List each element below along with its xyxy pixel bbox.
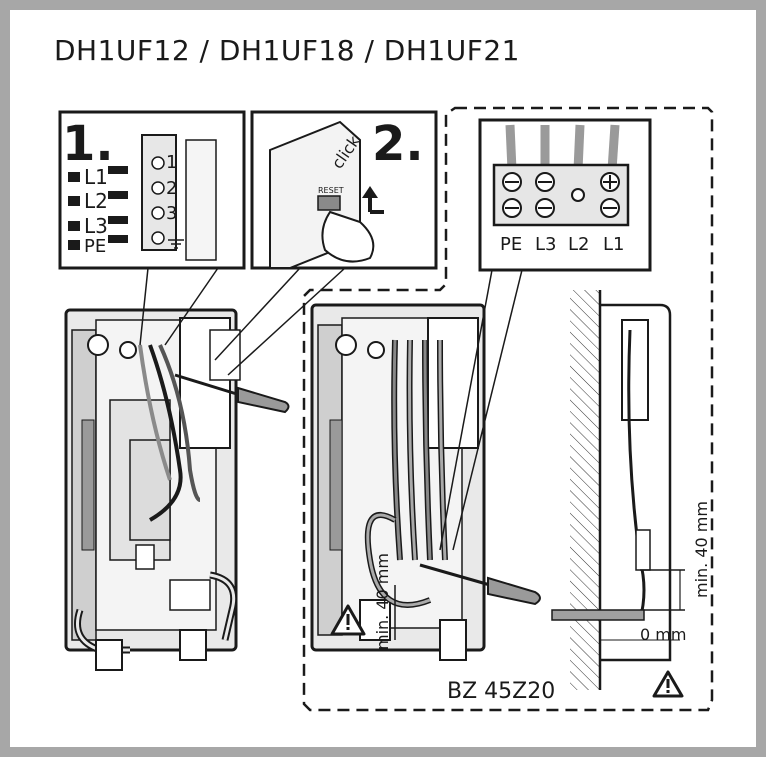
strip-label-pe: PE — [500, 234, 522, 255]
inset-step-2: 2. RESET click — [214, 110, 438, 376]
accessory-dashed-region — [302, 106, 714, 712]
zero-mm-label: 0 mm — [640, 625, 686, 644]
terminal-label-l3: L3 — [84, 214, 108, 238]
strip-label-l3: L3 — [535, 234, 556, 255]
warning-triangle-icon — [652, 670, 684, 698]
terminal-label-pe: PE — [84, 236, 106, 257]
accessory-label: BZ 45Z20 — [447, 679, 555, 704]
terminal-screws — [151, 156, 165, 245]
terminal-label-l2: L2 — [84, 189, 108, 213]
step-2-number: 2. — [372, 116, 424, 172]
strip-label-l1: L1 — [603, 234, 624, 255]
arrow-up-icon — [362, 186, 384, 214]
warning-triangle-icon — [330, 604, 366, 636]
page-title: DH1UF12 / DH1UF18 / DH1UF21 — [54, 34, 520, 67]
min-40mm-label-right: min. 40 mm — [692, 501, 711, 598]
wall-side-view — [551, 290, 685, 690]
strip-label-l2: L2 — [568, 234, 589, 255]
ground-symbol-icon — [168, 230, 184, 249]
finger-press — [321, 210, 375, 263]
inset-step-1: 1. L1 L2 L3 PE 1 2 3 — [58, 110, 246, 346]
block-number-3: 3 — [166, 203, 177, 224]
heater-unit-left — [64, 308, 290, 671]
min-40mm-label-left: min. 40 mm — [373, 553, 392, 650]
reset-button-label: RESET — [318, 186, 344, 195]
heater-unit-center — [310, 303, 541, 661]
block-number-2: 2 — [166, 178, 177, 199]
terminal-label-l1: L1 — [84, 165, 108, 189]
block-number-1: 1 — [166, 152, 177, 173]
step-1-number: 1. — [62, 116, 114, 172]
reset-button — [317, 195, 341, 211]
inset-terminal-strip: PE L3 L2 L1 — [439, 118, 652, 551]
